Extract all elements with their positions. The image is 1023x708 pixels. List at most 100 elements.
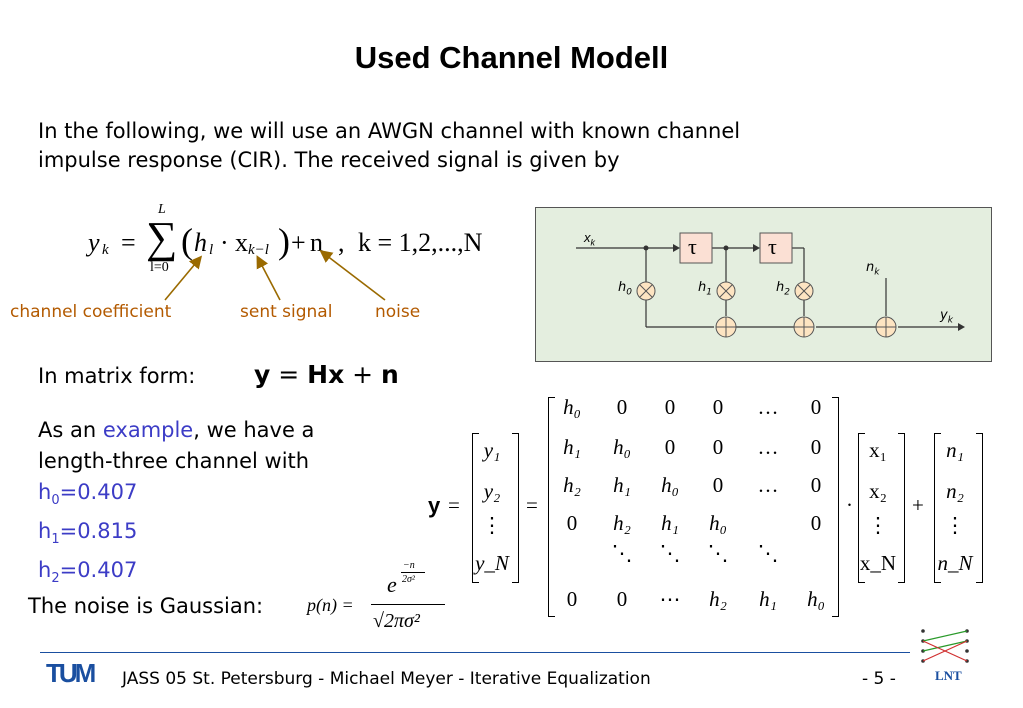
eq-sum-top: L	[158, 202, 166, 217]
h-matrix-cell: ⋱	[757, 541, 779, 565]
tum-logo: TUM	[46, 658, 96, 688]
n-vec-3: ⋮	[944, 513, 966, 537]
h-matrix-cell: 0	[616, 587, 628, 611]
matrix-eq-1: =	[448, 493, 460, 517]
h-matrix-cell: h₂	[709, 587, 727, 611]
y-vector-bracket-left	[472, 433, 479, 583]
eq-n: n	[310, 228, 323, 257]
multiplier-0	[636, 281, 656, 301]
eq-sum-bottom: l=0	[150, 260, 169, 275]
h-matrix-cell: ⋯	[659, 587, 681, 611]
h-matrix-cell: ⋱	[659, 541, 681, 565]
adder-2	[793, 316, 815, 338]
h-matrix-cell: ⋱	[707, 541, 729, 565]
y-vec-4: y_N	[475, 551, 509, 575]
example-h0: h0=0.407	[38, 480, 138, 509]
h-matrix-cell: 0	[664, 395, 676, 419]
multiplier-2	[794, 281, 814, 301]
channel-diagram: xk τ τ h0 h1 h2 nk yk	[535, 207, 992, 362]
eq-h-sub: l	[209, 242, 214, 258]
y-vec-2: y₂	[483, 479, 501, 503]
noise-fraction-bar	[371, 604, 445, 605]
example-line-1: As an example, we have a	[38, 418, 315, 442]
adder-1	[715, 316, 737, 338]
h-matrix-cell: …	[757, 395, 779, 419]
n-vec-2: n₂	[946, 479, 964, 503]
noise-exp-num: −n	[403, 560, 415, 571]
eq-range: k = 1,2,...,N	[358, 228, 483, 257]
eq-plus: +	[291, 228, 306, 257]
eq-equals: =	[121, 228, 136, 257]
eq-x-sub: k−l	[248, 242, 269, 258]
eq-dot: ·	[220, 228, 229, 257]
label-channel-coefficient: channel coefficient	[10, 302, 172, 322]
label-sent-signal: sent signal	[240, 302, 333, 322]
noise-label: The noise is Gaussian:	[28, 594, 264, 618]
delay-box-1	[679, 232, 713, 264]
slide-title: Used Channel Modell	[354, 40, 669, 75]
h-matrix-cell: h₁	[563, 435, 581, 459]
h-matrix-cell: h₀	[709, 511, 727, 535]
h-matrix-bracket-left	[548, 397, 555, 617]
eq-y-sub: k	[102, 242, 109, 258]
h-matrix-cell: …	[757, 435, 779, 459]
lnt-logo-graphic	[921, 629, 969, 663]
intro-line-1: In the following, we will use an AWGN ch…	[38, 119, 741, 143]
noise-exp-bar	[401, 572, 425, 573]
intro-line-2: impulse response (CIR). The received sig…	[38, 148, 620, 172]
h-matrix-cell: 0	[810, 395, 822, 419]
h-matrix-cell: h₁	[759, 587, 777, 611]
example-h2: h2=0.407	[38, 558, 138, 587]
matrix-plus: +	[912, 493, 924, 517]
page-number: - 5 -	[862, 669, 896, 689]
y-vec-1: y₁	[483, 438, 501, 462]
x-vec-3: ⋮	[867, 513, 889, 537]
footer-rule	[40, 652, 910, 653]
multiplier-1	[716, 281, 736, 301]
n-vec-4: n_N	[937, 551, 973, 575]
example-line-2: length-three channel with	[38, 449, 310, 473]
h-matrix-bracket-right	[832, 397, 839, 617]
noise-formula: p(n) = e −n 2σ² √2πσ²	[307, 560, 447, 645]
noise-p: p(n) =	[307, 595, 354, 615]
matrix-dot: ·	[846, 493, 853, 517]
x-vec-2: x₂	[869, 479, 887, 503]
matrix-form-equation: y = Hx + n	[254, 360, 399, 389]
matrix-y-bold: y	[428, 493, 441, 518]
eq-h: h	[194, 228, 207, 257]
noise-exp-den: 2σ²	[402, 574, 415, 585]
n-vector-bracket-right	[976, 433, 983, 583]
h-matrix-cell: 0	[810, 511, 822, 535]
adder-noise	[875, 316, 897, 338]
eq-x: x	[235, 228, 248, 257]
diagram-delay-1-label: τ	[688, 234, 697, 259]
x-vector-bracket-left	[858, 433, 865, 583]
diagram-noise-label: nk	[866, 260, 880, 278]
intro-text: In the following, we will use an AWGN ch…	[38, 117, 938, 175]
h-matrix-cell: h₂	[563, 473, 581, 497]
example-text: As an example, we have a length-three ch…	[38, 415, 314, 595]
h-matrix-cell: 0	[712, 435, 724, 459]
h-matrix-cell: h₁	[613, 473, 631, 497]
eq-y: y	[88, 228, 100, 257]
channel-equation: y k = L ∑ l=0 ( h l · x k−l ) + n , k = …	[88, 202, 528, 282]
eq-sum-sign: ∑	[146, 213, 178, 262]
h-matrix-cell: 0	[566, 511, 578, 535]
h-matrix-cell: h₀	[613, 435, 631, 459]
diagram-h1-label: h1	[698, 280, 712, 298]
eq-comma: ,	[338, 228, 345, 257]
x-vec-4: x_N	[859, 551, 897, 575]
arrow-noise	[319, 250, 386, 301]
h-matrix-cell: 0	[810, 473, 822, 497]
matrix-form-label: In matrix form:	[38, 364, 196, 388]
h-matrix-cell: 0	[810, 435, 822, 459]
diagram-h0-label: h0	[618, 280, 632, 298]
h-matrix-cell: h₂	[613, 511, 631, 535]
diagram-output-label: yk	[940, 308, 953, 326]
h-matrix-cell: 0	[566, 587, 578, 611]
delay-box-2	[759, 232, 793, 264]
h-matrix-cell: 0	[616, 395, 628, 419]
arrow-coef	[164, 255, 203, 301]
